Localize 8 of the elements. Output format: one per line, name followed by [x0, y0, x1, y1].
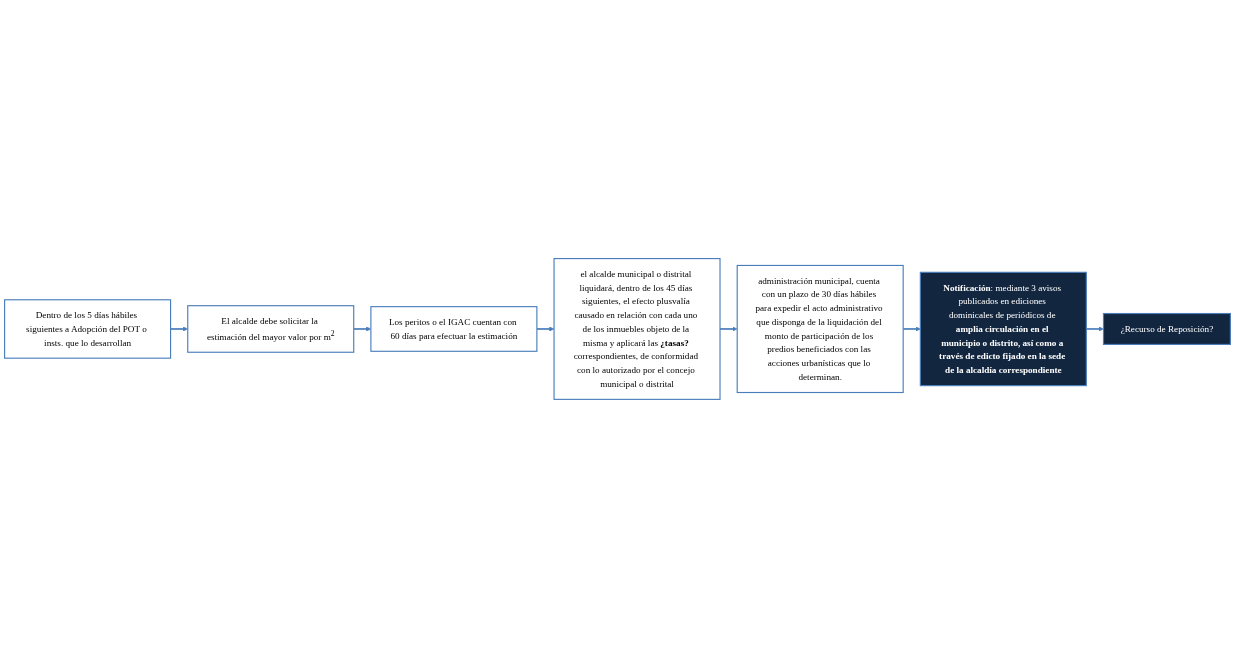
node-box: El alcalde debe solicitar la estimación del mayor valor por m$^{2}$	[187, 305, 355, 353]
node-box: ¿Recurso de Reposición?	[1102, 312, 1231, 345]
node-box: Los peritos o el IGAC cuentan con 60 días para efectuar la estimación	[370, 306, 538, 352]
node-box: Dentro de los 5 días hábiles siguientes a Adopción del POT o insts. que lo desarrollan	[4, 299, 172, 359]
node-box: Notificación: mediante 3 avisos publicados en ediciones dominicales de periódicos de amplia circulación en el municipio o distrito, así como a través de edicto fijado en la sede de la alcaldía correspondiente	[919, 271, 1087, 387]
node-box: el alcalde municipal o distrital liquidará, dentro de los 45 días siguientes, el efecto plusvalía causado en relación con cada uno de los inmuebles objeto de la misma y aplicará las ¿tasas? correspondientes, de conformidad con lo autorizado por el concejo municipal o distrital	[553, 258, 721, 400]
node-box: administración municipal, cuenta con un plazo de 30 días hábiles para expedir el acto administrativo que disponga de la liquidación del monto de participación de los predios beneficiados con las acciones urbanísticas que lo determinan.	[736, 264, 904, 394]
arrow	[536, 326, 555, 332]
